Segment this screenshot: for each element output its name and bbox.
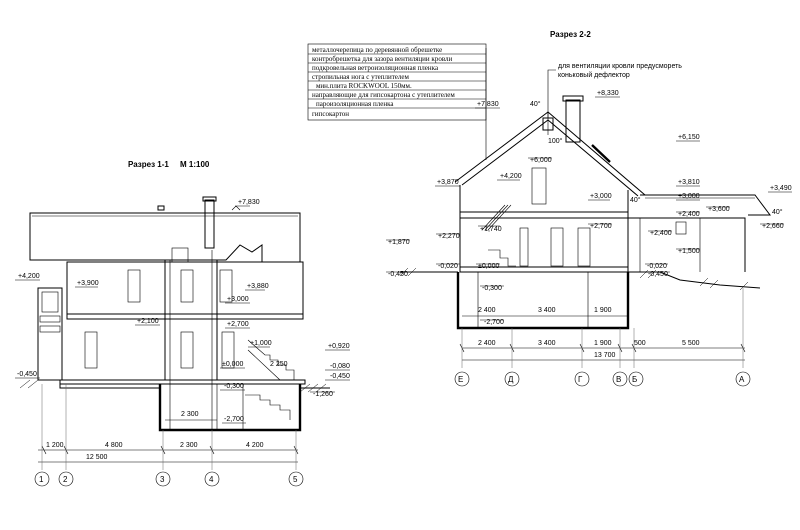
dimension: 2 300 (181, 411, 199, 418)
level-mark: +7,830 (477, 101, 499, 108)
dimension: 1 900 (594, 340, 612, 347)
dimension: 3 400 (538, 340, 556, 347)
dimension: 2 400 (478, 340, 496, 347)
level-mark: -0,020 (438, 263, 458, 270)
level-mark: +6,000 (530, 157, 552, 164)
section-2-2-title: Разрез 2-2 (550, 30, 591, 39)
axis-label: Е (458, 375, 463, 384)
level-mark: +7,830 (238, 199, 260, 206)
level-mark: -0,450 (17, 371, 37, 378)
level-mark: -2,700 (484, 319, 504, 326)
axis-label: В (616, 375, 621, 384)
level-mark: -0,020 (647, 263, 667, 270)
level-mark: +8,330 (597, 90, 619, 97)
dimension: 500 (634, 340, 646, 347)
level-mark: +2,270 (438, 233, 460, 240)
dimension: 3 400 (538, 307, 556, 314)
axis-label: А (739, 375, 745, 384)
dimension-total: 13 700 (594, 352, 616, 359)
axis-label: Д (508, 375, 514, 384)
angle-label: 40° (630, 196, 641, 204)
dimension-total: 12 500 (86, 454, 108, 461)
ventilation-note-line1: для вентиляции кровли предусмореть (558, 63, 682, 70)
section-1-1-drawing (19, 196, 330, 432)
level-mark: -0,300 (224, 383, 244, 390)
level-mark: +3,870 (437, 179, 459, 186)
level-mark: +3,490 (770, 185, 792, 192)
roof-layers-legend: металлочерепица по деревянной обрешетке … (307, 43, 487, 160)
section-1-1-dimensions: 2 300 2 250 1 200 4 800 2 300 4 200 12 5… (38, 361, 299, 470)
level-mark: -1,260 (313, 391, 333, 398)
roof-layer: подкровельная ветроизоляционная пленка (312, 64, 439, 72)
axis-label: Б (632, 375, 637, 384)
dimension: 1 900 (594, 307, 612, 314)
dimension: 2 250 (270, 361, 288, 368)
axis-label: 4 (209, 475, 214, 484)
level-mark: +3,000 (590, 193, 612, 200)
dimension: 4 800 (105, 442, 123, 449)
level-mark: +2,100 (137, 318, 159, 325)
level-mark: -0,300 (482, 285, 502, 292)
level-mark: +1,870 (388, 239, 410, 246)
section-2-2-axes: Е Д Г В Б А (454, 371, 751, 387)
axis-label: 3 (160, 475, 165, 484)
level-mark: ±0,000 (222, 361, 243, 368)
roof-layer: гипсокартон (312, 110, 349, 118)
level-mark: +3,000 (678, 193, 700, 200)
level-mark: +1,000 (250, 340, 272, 347)
dimension: 2 300 (180, 442, 198, 449)
level-mark: +1,740 (480, 226, 502, 233)
level-mark: +3,810 (678, 179, 700, 186)
angle-label: 40° (772, 208, 783, 216)
roof-layer: направляющие для гипсокартона с утеплите… (312, 91, 455, 99)
section-1-1-level-marks: +7,830 +4,200 +3,900 +3,880 +3,000 +2,70… (15, 199, 350, 424)
level-mark: +4,200 (18, 273, 40, 280)
axis-label: 2 (63, 475, 68, 484)
level-mark: -0,450 (388, 271, 408, 278)
section-2-2-drawing (399, 95, 771, 330)
level-mark: +1,500 (678, 248, 700, 255)
level-mark: -0,080 (330, 363, 350, 370)
level-mark: +3,600 (708, 206, 730, 213)
level-mark: +2,700 (227, 321, 249, 328)
level-mark: +2,400 (678, 211, 700, 218)
level-mark: -0,450 (648, 271, 668, 278)
section-1-1-title: Разрез 1-1 (128, 160, 169, 169)
roof-layer: контробрешетка для зазора вентиляции кро… (312, 55, 453, 63)
axis-label: Г (578, 375, 583, 384)
axis-label: 5 (293, 475, 298, 484)
level-mark: ±0,000 (478, 263, 499, 270)
level-mark: +2,700 (590, 223, 612, 230)
level-mark: +2,400 (650, 230, 672, 237)
level-mark: +3,880 (247, 283, 269, 290)
dimension: 1 200 (46, 442, 64, 449)
roof-layer: металлочерепица по деревянной обрешетке (312, 46, 442, 54)
ventilation-note-line2: коньковый дефлектор (558, 71, 630, 79)
level-mark: -2,700 (224, 416, 244, 423)
axis-label: 1 (39, 475, 44, 484)
level-mark: +6,150 (678, 134, 700, 141)
dimension: 2 400 (478, 307, 496, 314)
section-1-1-axes: 1 2 3 4 5 (34, 471, 304, 487)
level-mark: -0,450 (330, 373, 350, 380)
level-mark: +2,660 (762, 223, 784, 230)
section-2-2-dimensions: 2 400 3 400 1 900 2 400 3 400 1 900 500 … (459, 288, 746, 368)
dimension: 4 200 (246, 442, 264, 449)
roof-layer: стропильная нога с утеплителем (312, 73, 410, 81)
level-mark: +3,000 (227, 296, 249, 303)
angle-label: 40° (530, 100, 541, 108)
level-mark: +3,900 (77, 280, 99, 287)
angle-label: 100° (548, 137, 563, 145)
section-2-2-level-marks: +7,830 40° +8,330 100° +6,150 +6,000 +4,… (386, 90, 792, 326)
level-mark: +4,200 (500, 173, 522, 180)
dimension: 5 500 (682, 340, 700, 347)
roof-layer: пароизоляционная пленка (316, 100, 394, 108)
level-mark: +0,920 (328, 343, 350, 350)
roof-layer: мин.плита ROCKWOOL 150мм. (316, 82, 412, 90)
scale-label: М 1:100 (180, 160, 210, 169)
